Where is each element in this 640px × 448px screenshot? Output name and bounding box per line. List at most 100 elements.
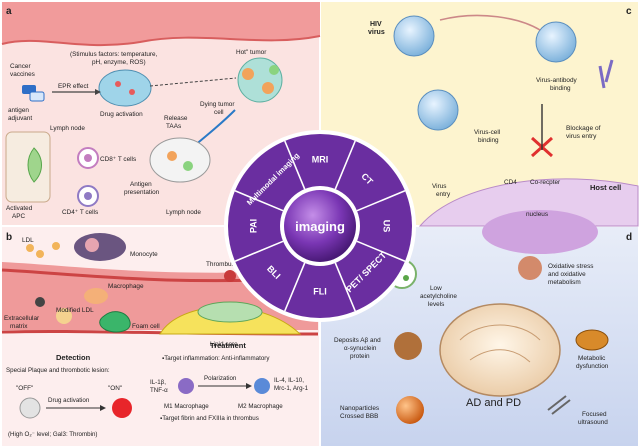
foam-cell-icon	[99, 311, 131, 333]
label-antigen: antigen	[8, 107, 29, 114]
label-epr: EPR effect	[58, 83, 89, 90]
label-hiv: HIV	[370, 21, 382, 28]
oxidative-icon	[518, 256, 542, 280]
label-oxidative-2: and oxidative	[548, 271, 586, 278]
dashed-line	[149, 77, 237, 87]
label-cd4: CD4⁺ T cells	[62, 209, 98, 216]
wheel-segment-label: MRI	[312, 154, 329, 164]
label-virus-antibody: Virus-antibody	[536, 77, 578, 84]
wheel-divider	[334, 262, 356, 312]
label-modified-ldl: Modified LDL	[56, 307, 94, 314]
panel-c: c HIV virus Virus-antibody binding Virus…	[368, 6, 639, 254]
panel-c-letter: c	[626, 6, 632, 17]
label-virus-cell: Virus-cell	[474, 129, 500, 136]
arrow-head-icon	[246, 383, 252, 389]
treatment-target-2: ▪Target fibrin and FXIIIa in thrombus	[160, 415, 259, 422]
m2-macrophage-icon	[254, 378, 270, 394]
wheel-segment-label: FLI	[313, 286, 327, 296]
nanoparticle-icon	[396, 396, 424, 424]
hiv-virus-icon	[393, 15, 435, 57]
hot-tumor-icon	[237, 57, 283, 103]
arrow-head-icon	[100, 405, 106, 411]
label-foam-cell: Foam cell	[132, 323, 160, 330]
deposits-icon	[394, 332, 422, 360]
label-dying-tumor: Dying tumor	[200, 101, 235, 108]
ldl-icon	[26, 244, 34, 252]
label-virus-entry-block: virus entry	[566, 133, 597, 140]
cd4-nucleus-icon	[84, 192, 92, 200]
label-hot-tumor: Hot" tumor	[236, 49, 267, 56]
center-ball	[284, 190, 356, 262]
vaccine-icon	[29, 91, 45, 102]
host-cell-shape	[418, 178, 639, 227]
label-nanoparticles: Nanoparticles	[340, 405, 379, 412]
label-apc: APC	[12, 213, 26, 220]
tumor-cell-icon	[262, 82, 274, 94]
label-off: "OFF"	[16, 385, 33, 392]
label-virus-entry: Virus	[432, 183, 446, 190]
label-stimulus-2: pH, enzyme, ROS)	[92, 59, 146, 66]
treatment-target-1: ▪Target inflammation: Anti-inflammatory	[162, 355, 270, 362]
label-m1: M1 Macrophage	[164, 403, 209, 410]
label-extracellular: Extracellular	[4, 315, 40, 322]
label-matrix: matrix	[10, 323, 28, 330]
ldl-icon	[52, 242, 60, 250]
virus-arrow	[439, 14, 541, 31]
label-il1: IL-1β,	[150, 379, 166, 386]
label-on: "ON"	[108, 385, 122, 392]
label-il4: IL-4, IL-10,	[274, 377, 304, 384]
wheel-divider	[234, 240, 284, 262]
virus-antibody-icon	[535, 21, 577, 63]
wheel-divider	[356, 190, 406, 212]
label-macrophage: Macrophage	[108, 283, 144, 290]
wheel-dividers	[234, 140, 406, 312]
label-mrc: Mrc-1, Arg-1	[274, 385, 309, 392]
label-lipid-core: Lipid core	[210, 341, 238, 348]
tumor-cell-icon	[242, 68, 254, 80]
label-drug-activation-b: Drug activation	[48, 397, 90, 404]
arrow-head-icon	[95, 89, 101, 95]
apc-icon	[183, 161, 193, 171]
label-dying-cell: cell	[214, 109, 224, 116]
virus-cell-icon	[417, 89, 459, 131]
mitochondria-icon	[575, 329, 609, 351]
panel-d-letter: d	[626, 232, 632, 243]
label-drug-activation: Drug activation	[100, 111, 143, 118]
wheel-divider	[334, 140, 356, 190]
label-stimulus: (Stimulus factors: temperature,	[70, 51, 158, 58]
panel-a-letter: a	[6, 6, 12, 17]
label-focused: Focused	[582, 411, 607, 418]
label-antigen-pres: Antigen	[130, 181, 152, 188]
label-host-cell: Host cell	[590, 183, 621, 192]
label-lymph-node-bottom: Lymph node	[166, 209, 201, 216]
brain-folds-icon	[459, 324, 541, 363]
label-ad-pd: AD and PD	[466, 397, 521, 409]
wheel-segment-label: PAI	[248, 219, 258, 233]
label-acetylcholine: acetylcholine	[420, 293, 457, 300]
detection-subtitle: Special Plaque and thrombotic lesion:	[6, 367, 110, 374]
label-ldl: LDL	[22, 237, 34, 244]
ecm-icon	[35, 297, 45, 307]
wheel-segment-label: US	[382, 220, 392, 233]
acetylcholine-dot-icon	[403, 275, 409, 281]
label-crossed-bbb: Crossed BBB	[340, 413, 378, 420]
center-label: imaging	[295, 219, 345, 234]
vessel-wall	[1, 35, 321, 47]
monocyte-icon	[74, 233, 126, 261]
label-protein: protein	[350, 353, 370, 360]
label-oxidative: Oxidative stress	[548, 263, 593, 270]
label-presentation: presentation	[124, 189, 160, 196]
lymph-node-icon	[149, 137, 211, 183]
detection-heading: Detection	[56, 353, 91, 362]
tissue-band	[2, 2, 320, 46]
m1-macrophage-icon	[178, 378, 194, 394]
label-cd4-c: CD4	[504, 179, 517, 186]
detection-note: (High O₂⁻ level; Gal3: Thrombin)	[8, 431, 97, 438]
label-tnf: TNF-α	[150, 387, 168, 394]
label-nucleus: nucleus	[526, 211, 548, 218]
label-cd8: CD8⁺ T cells	[100, 156, 136, 163]
off-indicator-icon	[19, 397, 41, 419]
label-deposits: Deposits Aβ and	[334, 337, 381, 344]
wheel-divider	[356, 240, 406, 262]
